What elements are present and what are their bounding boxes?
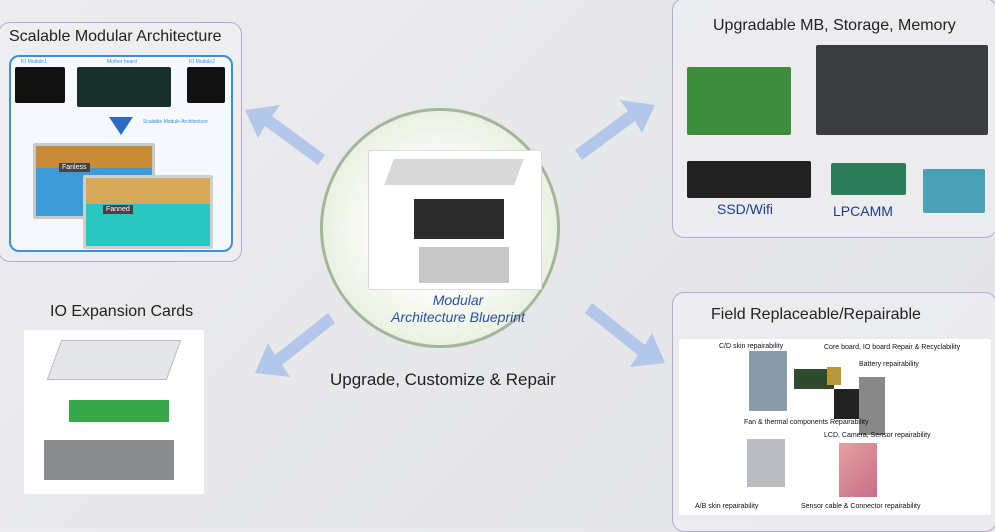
repairable-components-image: C/D skin repairability Core board, IO bo… xyxy=(679,339,991,515)
lpcamm-image xyxy=(831,163,906,195)
exploded-laptop-image xyxy=(368,150,542,290)
arrow-to-scalable xyxy=(245,105,325,165)
architecture-diagram: IO Module1 Mother board IO Module2 Scala… xyxy=(9,55,233,252)
repairable-panel: Field Replaceable/Repairable C/D skin re… xyxy=(672,292,995,532)
panel-title: IO Expansion Cards xyxy=(50,303,194,320)
panel-title: Upgradable MB, Storage, Memory xyxy=(713,17,956,34)
memory-module-image xyxy=(923,169,985,213)
scalable-architecture-panel: Scalable Modular Architecture IO Module1… xyxy=(0,22,242,262)
ssd-image xyxy=(687,161,811,198)
laptop-underside-image xyxy=(816,45,988,135)
arrow-to-repairable xyxy=(585,303,665,367)
motherboard-image xyxy=(687,67,791,135)
upgradable-panel: Upgradable MB, Storage, Memory SSD/Wifi … xyxy=(672,0,995,238)
panel-title: Scalable Modular Architecture xyxy=(9,28,222,45)
io-expansion-card-image xyxy=(24,330,204,494)
down-arrow-icon xyxy=(109,117,133,135)
tagline: Upgrade, Customize & Repair xyxy=(330,370,556,389)
arrow-to-upgradable xyxy=(575,100,655,160)
blueprint-caption: Modular Architecture Blueprint xyxy=(391,292,525,325)
arrow-to-io-expansion xyxy=(255,313,335,377)
panel-title: Field Replaceable/Repairable xyxy=(711,306,921,323)
